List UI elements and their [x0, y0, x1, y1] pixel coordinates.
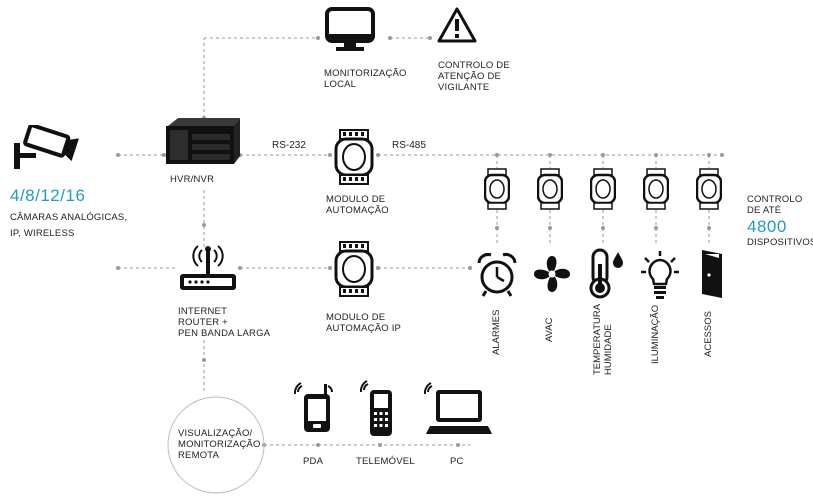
- device-label-line: ALARMES: [491, 309, 502, 355]
- capacity-suffix: DISPOSITIVOS: [747, 237, 813, 248]
- router-label-line: PEN BANDA LARGA: [178, 328, 271, 339]
- device-module-icon: [537, 168, 563, 210]
- monitor-label: MONITORIZAÇÃO LOCAL: [324, 68, 407, 90]
- device-label-access: ACESSOS: [703, 311, 714, 357]
- monitor-label-line: LOCAL: [324, 79, 357, 90]
- capacity-count: 4800: [747, 217, 787, 236]
- device-label-lighting: ILUMINAÇÃO: [650, 305, 661, 364]
- automation-module-icon: [334, 128, 374, 186]
- automation-module-label-line: AUTOMAÇÃO: [326, 205, 389, 216]
- pda-label: PDA: [303, 456, 324, 467]
- rs485-label: RS-485: [392, 140, 426, 151]
- router-icon: [176, 236, 240, 296]
- alarm-clock-icon: [476, 251, 518, 299]
- camera-count: 4/8/12/16: [10, 186, 86, 205]
- router-label: INTERNET ROUTER + PEN BANDA LARGA: [178, 306, 270, 339]
- device-module-icon: [696, 168, 722, 210]
- monitor-label-line: MONITORIZAÇÃO: [324, 68, 407, 79]
- warning-icon: [436, 6, 478, 44]
- door-icon: [700, 248, 724, 300]
- device-label-line: HUMIDADE: [603, 324, 614, 375]
- automation-ip-label-line: MODULO DE: [326, 312, 386, 323]
- remote-label-line: MONITORIZAÇÃO: [178, 439, 261, 450]
- laptop-icon: [424, 380, 494, 436]
- camera-label-line: IP, WIRELESS: [10, 228, 75, 239]
- device-label-line: TEMPERATURA: [592, 303, 603, 375]
- device-label-line: ILUMINAÇÃO: [650, 304, 661, 364]
- monitor-icon: [324, 6, 378, 54]
- fan-icon: [532, 254, 572, 294]
- router-label-line: INTERNET: [178, 306, 228, 317]
- device-module-icon: [484, 168, 510, 210]
- capacity-label-line: CONTROLO: [747, 194, 803, 205]
- warning-label-line: ATENÇÃO DE: [438, 71, 502, 82]
- remote-label: VISUALIZAÇÃO/ MONITORIZAÇÃO REMOTA: [178, 428, 261, 461]
- camera-label-line: CÂMARAS ANALÓGICAS,: [10, 212, 128, 223]
- remote-label-line: VISUALIZAÇÃO/: [178, 428, 253, 439]
- thermometer-icon: [588, 246, 628, 300]
- warning-label: CONTROLO DE ATENÇÃO DE VIGILANTE: [438, 60, 510, 93]
- pda-icon: [294, 378, 338, 436]
- remote-circle: [167, 396, 265, 494]
- capacity-label-line: DE ATÉ: [747, 205, 782, 216]
- rs232-label: RS-232: [272, 140, 306, 151]
- device-module-icon: [643, 168, 669, 210]
- hvr-label: HVR/NVR: [170, 174, 215, 185]
- camera-label: CÂMARAS ANALÓGICAS, IP, WIRELESS: [10, 212, 127, 239]
- device-label-hvac: AVAC: [544, 318, 555, 342]
- warning-label-line: CONTROLO DE: [438, 60, 510, 71]
- automation-module-label-line: MODULO DE: [326, 194, 386, 205]
- remote-label-line: REMOTA: [178, 450, 220, 461]
- automation-ip-module-icon: [334, 240, 374, 298]
- automation-module-label: MODULO DE AUTOMAÇÃO: [326, 194, 389, 216]
- device-label-line: ACESSOS: [703, 311, 714, 357]
- warning-label-line: VIGILANTE: [438, 82, 490, 93]
- automation-ip-label: MODULO DE AUTOMAÇÃO IP: [326, 312, 401, 334]
- light-bulb-icon: [640, 250, 680, 300]
- mobile-phone-icon: [360, 378, 400, 438]
- device-module-icon: [590, 168, 616, 210]
- router-label-line: ROUTER +: [178, 317, 228, 328]
- phone-label: TELEMÓVEL: [356, 456, 415, 467]
- device-label-temperature: TEMPERATURA HUMIDADE: [592, 304, 614, 375]
- capacity-label: CONTROLO DE ATÉ: [747, 194, 802, 216]
- hvr-nvr-rack-icon: [164, 116, 242, 166]
- cctv-camera-icon: [12, 125, 80, 173]
- device-label-alarms: ALARMES: [491, 310, 502, 355]
- pc-label: PC: [450, 456, 464, 467]
- automation-ip-label-line: AUTOMAÇÃO IP: [326, 323, 402, 334]
- device-label-line: AVAC: [544, 317, 555, 342]
